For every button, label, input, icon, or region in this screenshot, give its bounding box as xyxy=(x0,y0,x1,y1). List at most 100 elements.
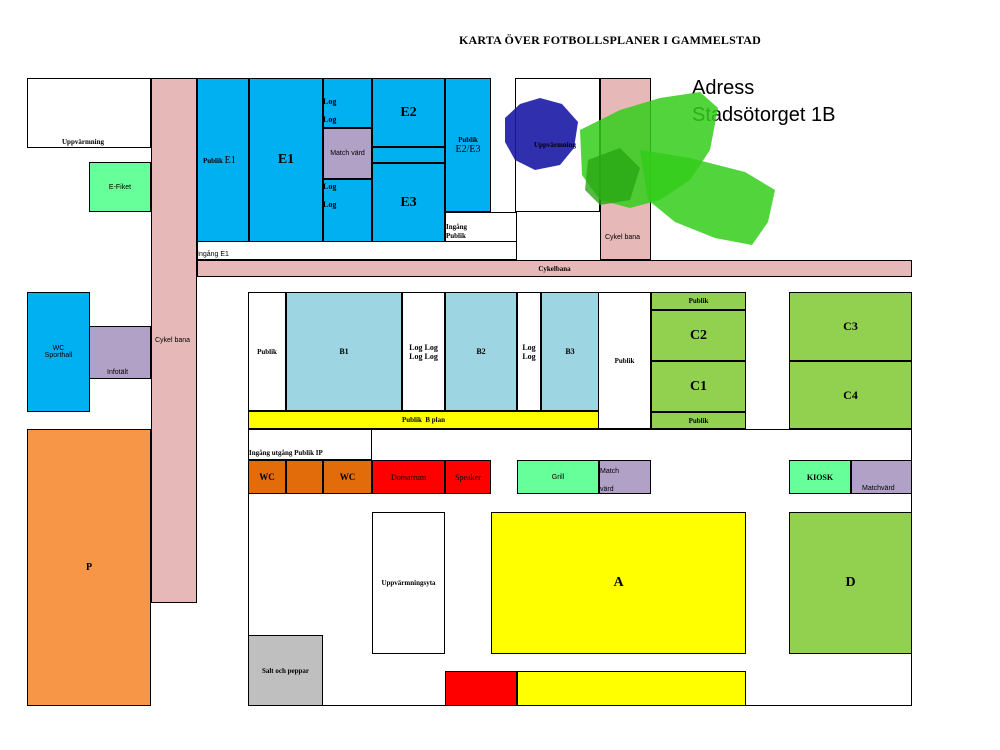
ingang-utgang-area xyxy=(248,429,372,460)
e-fiket-label: E-Fiket xyxy=(108,183,132,191)
a-label: A xyxy=(613,575,624,590)
field-e2[interactable]: E2 xyxy=(372,78,445,147)
b3-label: B3 xyxy=(565,347,575,356)
wc-right: WC xyxy=(323,460,372,494)
match-vard-e: Match värd xyxy=(323,128,372,179)
d-label: D xyxy=(845,575,856,590)
cykel-bana-left-label: Cykel bana xyxy=(155,337,191,344)
log-4: Log xyxy=(323,200,337,209)
cykel-bana-top xyxy=(600,78,651,260)
b1-label: B1 xyxy=(339,347,349,356)
field-d[interactable]: D xyxy=(789,512,912,654)
publik-c-top: Publik xyxy=(651,292,746,310)
salt-och-peppar: Salt och peppar xyxy=(248,635,323,706)
domarrum-label: Domarrum xyxy=(390,472,427,482)
matchvard-label: Matchvärd xyxy=(862,485,895,492)
parking-p: P xyxy=(27,429,151,706)
e2-e3-divider xyxy=(372,147,445,163)
publik-e2e3: Publik E2/E3 xyxy=(445,78,491,212)
field-b1[interactable]: B1 xyxy=(286,292,402,411)
log-log-2: Log Log xyxy=(409,351,438,361)
publik-c-bottom: Publik xyxy=(651,412,746,429)
log-b-1: Log xyxy=(522,342,536,352)
speaker-label: Speaker xyxy=(455,472,481,482)
ingang-utgang-label: Ingång utgång Publik IP xyxy=(249,449,323,457)
field-c3[interactable]: C3 xyxy=(789,292,912,361)
map-title: KARTA ÖVER FOTBOLLSPLANER I GAMMELSTAD xyxy=(458,33,762,47)
grill-label: Grill xyxy=(551,473,565,481)
e2-label: E2 xyxy=(400,104,417,120)
publik-c-side: Publik xyxy=(599,292,651,429)
c1-label: C1 xyxy=(689,378,708,394)
log-b1-b2: Log Log Log Log xyxy=(402,292,445,411)
cykel-bana-top-label: Cykel bana xyxy=(605,234,641,241)
address-heading: Adress xyxy=(692,77,755,99)
wc-left-label: WC xyxy=(259,472,275,482)
wc-sporthall: WC Sporthall xyxy=(27,292,90,412)
infotalt-label: Infotält xyxy=(107,369,129,376)
field-e1[interactable]: E1 xyxy=(249,78,323,242)
ingang-publik-label-2: Publik xyxy=(446,232,466,240)
uppvarmning-top-label: Uppvärmning xyxy=(534,141,577,149)
publik-c-bottom-label: Publik xyxy=(688,416,709,425)
cykel-bana-vertical xyxy=(151,78,197,603)
log-b-2: Log xyxy=(522,351,536,361)
log-2: Log xyxy=(323,115,337,124)
address-street: Stadsötorget 1B xyxy=(692,104,836,126)
field-a[interactable]: A xyxy=(491,512,746,654)
wc-right-label: WC xyxy=(339,472,356,482)
uppvarmning-label: Uppvärmning xyxy=(62,138,105,146)
address-block: Adress Stadsötorget 1B xyxy=(692,75,835,129)
match-vard-e-label: Match värd xyxy=(330,150,365,157)
wc-left: WC xyxy=(248,460,286,494)
publik-e1-text: Publik xyxy=(203,157,223,165)
grill: Grill xyxy=(517,460,599,494)
field-c2[interactable]: C2 xyxy=(651,310,746,361)
e-area-bottom xyxy=(197,242,517,260)
publik-b-plan-label: Publik B plan xyxy=(402,416,445,424)
infotalt xyxy=(89,326,151,379)
publik-b-left-label: Publik xyxy=(257,347,277,356)
wc-middle xyxy=(286,460,323,494)
field-e3[interactable]: E3 xyxy=(372,163,445,242)
match-label: Match xyxy=(600,468,620,475)
cykelbana-label: Cykelbana xyxy=(538,264,571,273)
cykelbana-horizontal: Cykelbana xyxy=(197,260,912,277)
kiosk: KIOSK xyxy=(789,460,851,494)
log-log-1: Log Log xyxy=(409,342,438,352)
bottom-yellow-box xyxy=(517,671,746,706)
vard-label: värd xyxy=(600,486,614,493)
log-column-top xyxy=(323,78,372,128)
uppvarmning-area xyxy=(27,78,151,148)
bottom-red-box xyxy=(445,671,517,706)
e-fiket: E-Fiket xyxy=(89,162,151,212)
e2e3-label: E2/E3 xyxy=(455,143,481,155)
field-b3[interactable]: B3 xyxy=(541,292,599,411)
match-vard-grill xyxy=(599,460,651,494)
e1-small-text: E1 xyxy=(224,155,236,166)
parking-label: P xyxy=(85,562,93,573)
uppvarmningsyta-label: Uppvärmningsyta xyxy=(381,579,436,587)
publik-b-left: Publik xyxy=(248,292,286,411)
e1-label: E1 xyxy=(277,152,295,167)
publik-b-plan: Publik B plan xyxy=(248,411,599,429)
c2-label: C2 xyxy=(689,327,708,343)
field-c1[interactable]: C1 xyxy=(651,361,746,412)
log-column-bottom xyxy=(323,179,372,242)
wc-sporthall-label-1: WC xyxy=(52,345,65,352)
publik-e1-label: Publik E1 xyxy=(203,155,236,166)
publik-c-top-label: Publik xyxy=(688,297,709,305)
publik-c-side-label: Publik xyxy=(614,356,635,365)
wc-sporthall-label-2: Sporthall xyxy=(44,352,73,359)
speaker: Speaker xyxy=(445,460,491,494)
field-b2[interactable]: B2 xyxy=(445,292,517,411)
ingang-e1-label: Ingång E1 xyxy=(197,251,229,258)
field-c4[interactable]: C4 xyxy=(789,361,912,429)
log-b2-b3: Log Log xyxy=(517,292,541,411)
domarrum: Domarrum xyxy=(372,460,445,494)
green-scribble-2 xyxy=(640,150,775,245)
salt-och-peppar-label: Salt och peppar xyxy=(261,666,310,675)
c3-label: C3 xyxy=(843,319,858,333)
c4-label: C4 xyxy=(843,387,858,402)
log-3: Log xyxy=(323,182,337,191)
